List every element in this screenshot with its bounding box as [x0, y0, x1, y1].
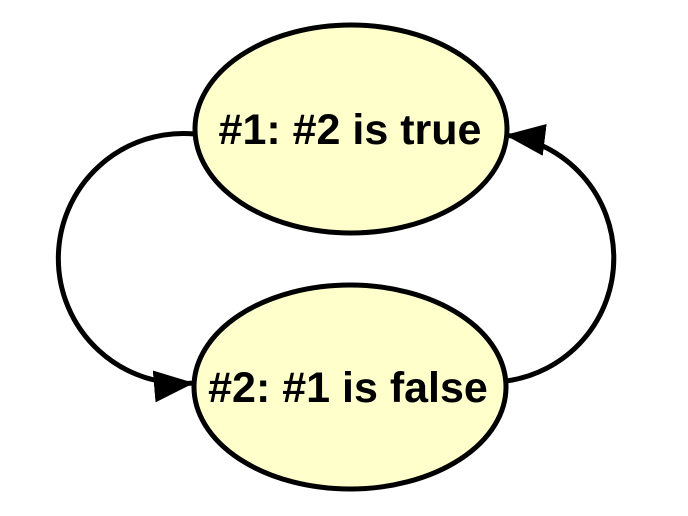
node-statement-2: [191, 282, 509, 492]
node-statement-2-label: #2: #1 is false: [208, 364, 488, 412]
edge-statement1-to-statement2: [55, 130, 196, 403]
node-statement-1-label: #1: #2 is true: [219, 106, 482, 154]
edge-statement2-to-statement1: [504, 124, 617, 384]
